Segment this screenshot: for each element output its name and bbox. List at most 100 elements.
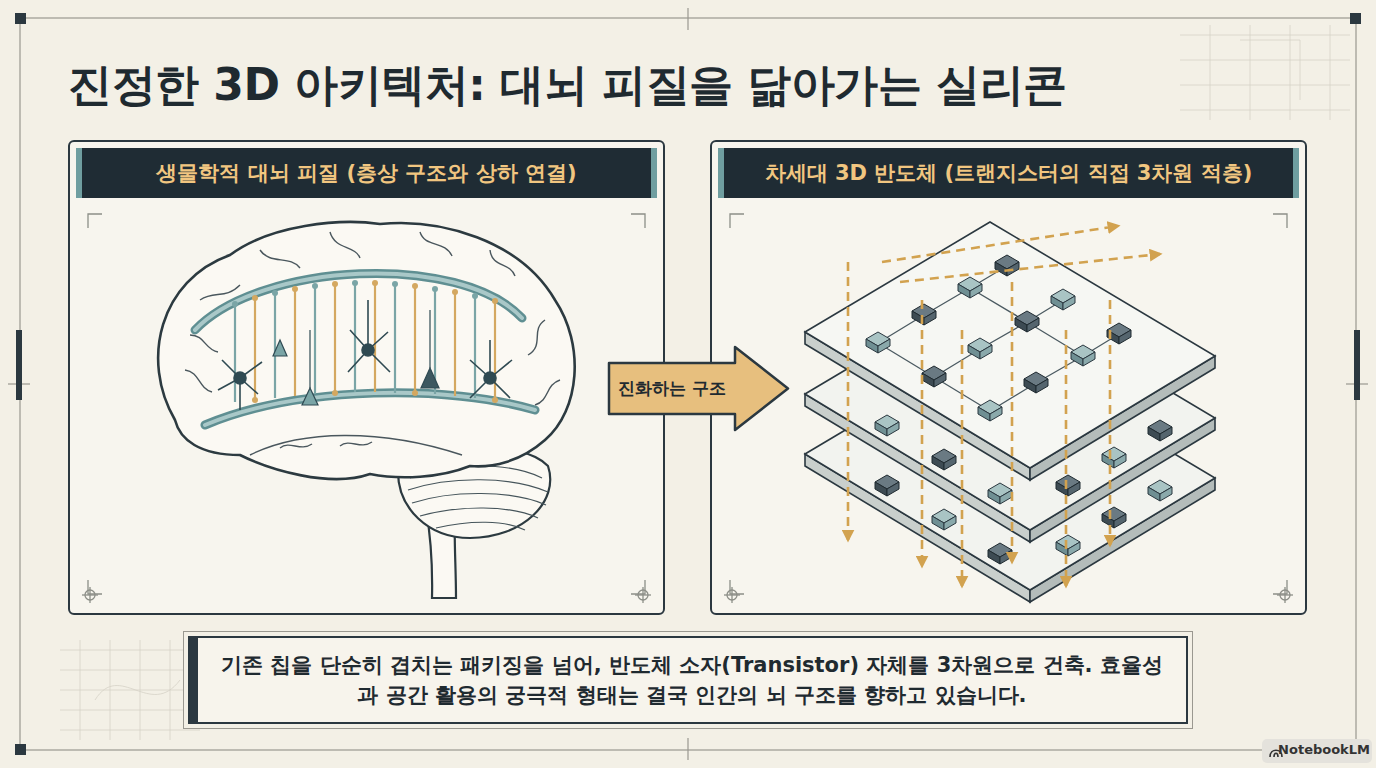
arrow-label: 진화하는 구조 [618,377,726,400]
faint-grid [60,730,200,731]
signal-flow-arrow [1109,300,1112,545]
neuron [470,340,512,398]
faint-grid [80,640,81,740]
cerebellum-folia [420,508,538,518]
vertical-fiber [374,283,376,392]
chip-component [1056,475,1080,496]
chip-component [1102,507,1126,528]
chip-component [1071,345,1095,366]
panel: 차세대 3D 반도체 (트랜지스터의 직접 3차원 적층) [710,140,1307,615]
frame-corner [1350,13,1361,24]
note-text: 기존 칩을 단순히 겹치는 패키징을 넘어, 반도체 소자(Transistor… [220,650,1164,711]
faint-grid [60,25,1350,740]
panel: 생물학적 대뇌 피질 (층상 구조와 상하 연결) [68,140,665,615]
panel-corner-bracket [88,214,102,228]
chip-component [922,366,946,387]
brain-sulci [340,442,372,446]
faint-grid [1210,25,1211,120]
brain-sulci [260,250,300,268]
chip-trace [990,334,1119,411]
chip-component [1148,420,1172,441]
fiber-dot [372,280,378,286]
fiber-dot [252,397,258,403]
panel-corner-bracket [82,214,1293,603]
faint-grid [1240,40,1300,100]
fiber-dot [492,397,498,403]
brain-sulci [190,335,218,352]
fiber-dot [392,281,398,287]
faint-grid [140,640,141,740]
brain-sulci [250,435,462,455]
vertical-fiber [334,284,336,393]
chip-component [866,332,890,353]
chip-component [932,509,956,530]
pyramidal-neuron [273,340,287,356]
fiber-dot [232,280,498,403]
panel-heading-band: 차세대 3D 반도체 (트랜지스터의 직접 3차원 적층) [718,148,1299,198]
signal-flow-arrow [882,226,1118,262]
chip-component [988,543,1012,564]
panel-ground [68,140,1307,615]
faint-grid [1180,110,1350,111]
fiber-dot [412,283,418,289]
fiber-dot [472,293,478,299]
faint-grid [1180,35,1350,36]
faint-grid [60,690,200,691]
vertical-fiber [234,304,236,402]
fiber-dot [232,301,238,307]
faint-grid [1330,25,1331,120]
panel-corner-bracket [1273,214,1287,228]
pyramidal-neuron [309,330,310,388]
signal-flow-arrow [921,300,924,566]
brain-sulci [535,380,560,405]
chip-component [1148,480,1172,501]
page-frame [687,738,688,760]
vertical-fiber [454,292,456,396]
panel-corner-bracket [89,587,90,603]
fiber-dot [432,286,438,292]
faint-grid [1180,60,1350,61]
faint-grid [60,710,200,711]
chip-component [988,483,1012,504]
chip-component [1015,311,1039,332]
chip-component [932,449,956,470]
chip-layer-top [805,222,1215,480]
cerebellum-folia [412,493,546,505]
frame-corner [1354,330,1360,400]
panel-corner-bracket [631,214,645,228]
chip-component [1056,535,1080,556]
frame-corner [15,13,1361,755]
faint-grid [1290,25,1291,120]
chip-component [875,415,899,436]
chip-trace [878,266,1119,411]
fiber-dot [452,289,458,295]
chip-trace [934,300,1063,377]
neuron [218,300,512,410]
panel-corner-bracket [730,214,744,228]
frame-corner [16,330,22,400]
watermark-icon [1262,739,1372,763]
panel-ground [710,140,1307,615]
chip-trace [878,266,1007,343]
fiber-dot [352,280,358,286]
page-title: 진정한 3D 아키텍처: 대뇌 피질을 닮아가는 실리콘 [68,56,1067,115]
panel-corner-bracket [642,587,643,603]
page-frame [8,8,1368,760]
cerebrum-outline [158,222,575,479]
chip-component [958,277,982,298]
chip-component [866,255,1131,421]
brain-sulci [528,320,545,355]
pyramidal-neuron [302,388,318,405]
neuron [234,372,246,384]
watermark: NotebookLM [1278,742,1370,757]
panel-heading-band: 생물학적 대뇌 피질 (층상 구조와 상하 연결) [76,148,657,198]
cerebellum-folia [408,480,548,492]
vertical-fiber [294,289,296,396]
brain-sulci [185,232,560,455]
signal-flow-arrow [847,262,850,540]
brain-sulci [185,370,212,392]
chip-component [912,304,936,325]
fiber-dot [312,283,318,289]
chip-component [1102,447,1126,468]
cortex-layer-band [205,393,535,425]
